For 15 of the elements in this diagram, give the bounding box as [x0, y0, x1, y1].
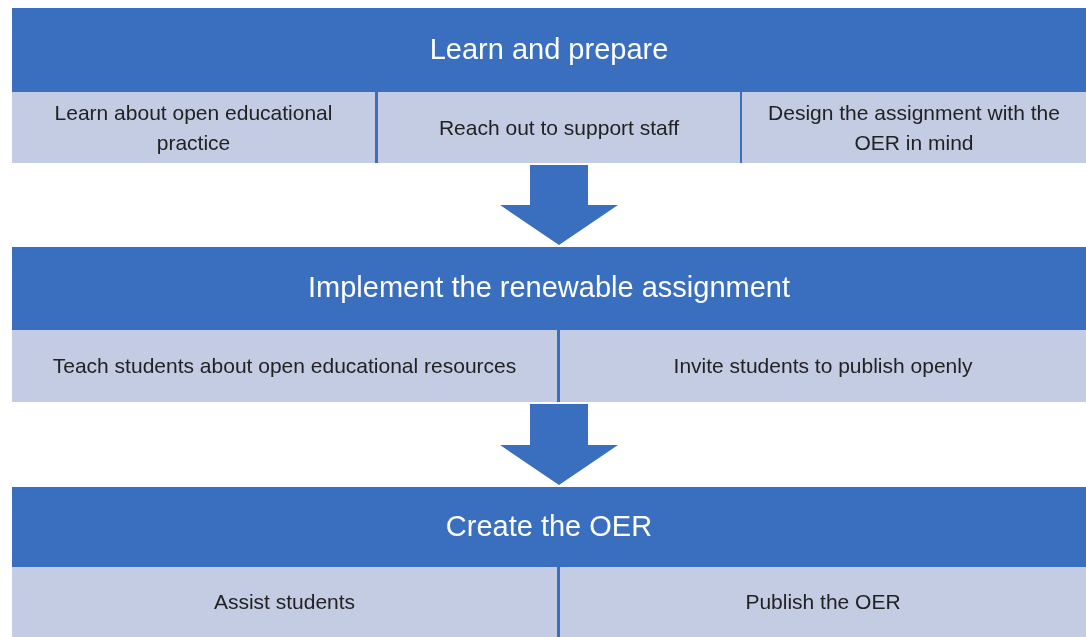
step-box: Reach out to support staff	[378, 92, 740, 163]
step-box: Teach students about open educational resources	[12, 330, 557, 402]
step-box: Publish the OER	[560, 567, 1086, 637]
stage-band	[12, 8, 1086, 163]
stage-band	[12, 487, 1086, 637]
block-arrow	[500, 404, 618, 485]
stage-title: Create the OER	[445, 509, 653, 543]
stage-band	[12, 247, 1086, 402]
stage-title: Learn and prepare	[429, 32, 669, 66]
block-arrow	[500, 165, 618, 245]
step-box: Invite students to publish openly	[560, 330, 1086, 402]
step-box: Learn about open educational practice	[12, 92, 375, 163]
step-box: Assist students	[12, 567, 557, 637]
step-box: Design the assignment with the OER in mind	[742, 92, 1086, 163]
stage-title: Implement the renewable assignment	[308, 271, 790, 304]
